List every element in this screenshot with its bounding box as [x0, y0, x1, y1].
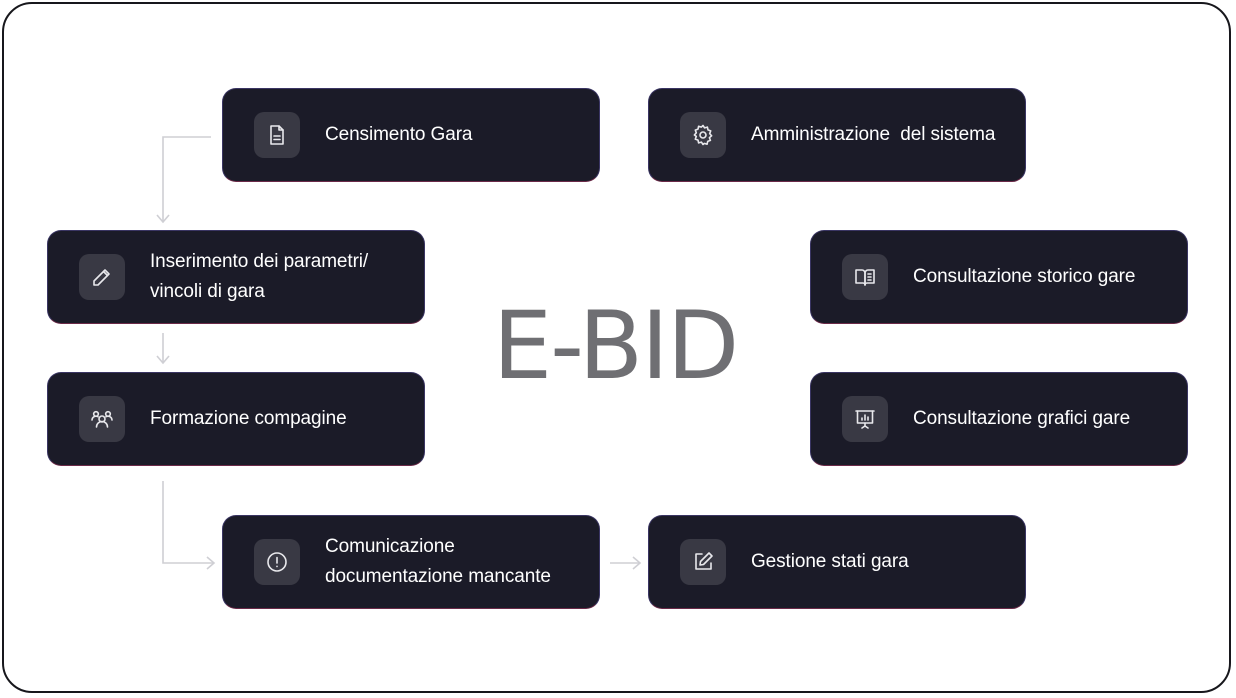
arrow-inserimento-to-formazione	[156, 333, 170, 365]
card-label: Comunicazione documentazione mancante	[325, 532, 551, 592]
card-consultazione-grafici[interactable]: Consultazione grafici gare	[810, 372, 1188, 466]
group-icon	[79, 396, 125, 442]
card-label-line2: documentazione mancante	[325, 566, 551, 587]
card-label-line1: Comunicazione	[325, 536, 455, 557]
arrow-formazione-to-comunicazione	[162, 481, 216, 570]
card-consultazione-storico[interactable]: Consultazione storico gare	[810, 230, 1188, 324]
card-label: Amministrazione del sistema	[751, 124, 996, 145]
card-inserimento-parametri[interactable]: Inserimento dei parametri/ vincoli di ga…	[47, 230, 425, 324]
card-label-line1: Inserimento dei parametri/	[150, 251, 369, 272]
card-amministrazione-sistema[interactable]: Amministrazione del sistema	[648, 88, 1026, 182]
alert-circle-icon	[254, 539, 300, 585]
document-icon	[254, 112, 300, 158]
card-label: Gestione stati gara	[751, 551, 909, 572]
edit-square-icon	[680, 539, 726, 585]
pencil-icon	[79, 254, 125, 300]
arrow-comunicazione-to-gestione	[610, 556, 642, 570]
card-label: Consultazione storico gare	[913, 266, 1136, 287]
card-comunicazione-documentazione[interactable]: Comunicazione documentazione mancante	[222, 515, 600, 609]
card-label: Inserimento dei parametri/ vincoli di ga…	[150, 247, 368, 307]
card-gestione-stati[interactable]: Gestione stati gara	[648, 515, 1026, 609]
book-icon	[842, 254, 888, 300]
card-label: Formazione compagine	[150, 408, 347, 429]
gear-icon	[680, 112, 726, 158]
card-formazione-compagine[interactable]: Formazione compagine	[47, 372, 425, 466]
presentation-chart-icon	[842, 396, 888, 442]
arrow-censimento-to-inserimento	[156, 136, 211, 224]
card-label-line2: vincoli di gara	[150, 281, 265, 302]
diagram-title: E-BID	[492, 292, 740, 401]
card-label: Censimento Gara	[325, 124, 473, 145]
card-censimento-gara[interactable]: Censimento Gara	[222, 88, 600, 182]
card-label: Consultazione grafici gare	[913, 408, 1131, 429]
